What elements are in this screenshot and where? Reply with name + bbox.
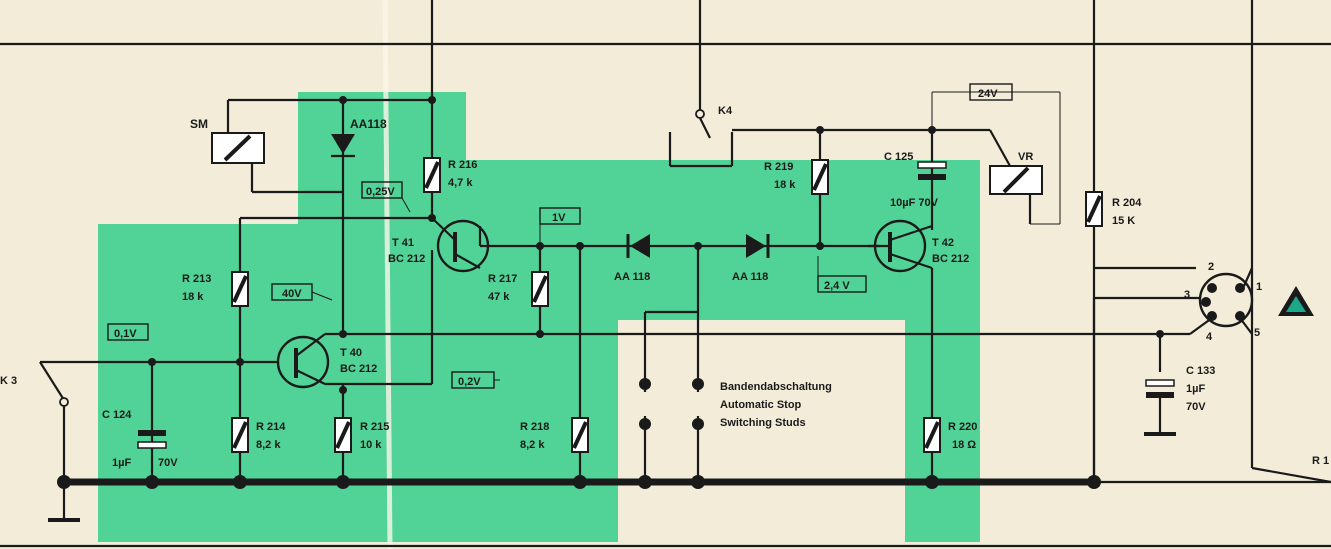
junction — [428, 96, 436, 104]
aa118-top-label: AA118 — [350, 117, 387, 131]
svg-text:2: 2 — [1208, 261, 1214, 273]
svg-text:R 215: R 215 — [360, 421, 389, 433]
svg-text:VR: VR — [1018, 151, 1033, 163]
svg-text:18 k: 18 k — [774, 179, 796, 191]
r1-partial-label: R 1 — [1312, 455, 1329, 467]
resistor-r213: R 213 18 k — [182, 271, 249, 307]
aa118-diode-top: AA118 — [331, 100, 387, 334]
warning-triangle-icon — [1278, 286, 1314, 316]
voltage-24v-small: 2,4 V — [817, 256, 867, 293]
svg-text:70V: 70V — [158, 457, 178, 469]
svg-text:40V: 40V — [282, 288, 302, 300]
stud-gap — [636, 392, 708, 416]
svg-text:R 216: R 216 — [448, 159, 477, 171]
svg-text:4,7 k: 4,7 k — [448, 177, 473, 189]
svg-text:C 125: C 125 — [884, 151, 913, 163]
resistor-r216: R 216 4,7 k — [423, 157, 477, 193]
sm-label: SM — [190, 117, 208, 131]
switch-k4: K4 — [668, 105, 820, 168]
svg-text:C 124: C 124 — [102, 409, 132, 421]
svg-text:R 204: R 204 — [1112, 197, 1142, 209]
svg-text:1: 1 — [1256, 281, 1262, 293]
svg-text:1µF: 1µF — [112, 457, 131, 469]
svg-text:T 42: T 42 — [932, 237, 954, 249]
transistor-t42: T 42 BC 212 — [868, 219, 969, 273]
svg-text:R 217: R 217 — [488, 273, 517, 285]
transistor-t40: T 40 BC 212 — [276, 332, 1190, 389]
svg-text:R 213: R 213 — [182, 273, 211, 285]
diode-aa118-left: AA 118 — [614, 234, 650, 283]
diode-aa118-right: AA 118 — [732, 234, 770, 283]
svg-text:R 218: R 218 — [520, 421, 549, 433]
transistor-t41: T 41 BC 212 — [388, 217, 580, 273]
svg-text:C 133: C 133 — [1186, 365, 1215, 377]
capacitor-c124: C 124 1µF 70V — [102, 358, 178, 482]
svg-text:47 k: 47 k — [488, 291, 510, 303]
junction — [339, 96, 347, 104]
voltage-01v: 0,1V — [107, 323, 149, 341]
resistor-r217: R 217 47 k — [488, 242, 549, 338]
voltage-24v: 24V — [931, 83, 1061, 225]
svg-text:8,2 k: 8,2 k — [256, 439, 281, 451]
voltage-025v: 0,25V — [361, 181, 411, 213]
svg-text:Switching Studs: Switching Studs — [720, 417, 806, 429]
voltage-40v: 40V — [271, 283, 333, 301]
svg-text:0,2V: 0,2V — [458, 376, 481, 388]
feed-right-bend — [1251, 466, 1331, 484]
switching-studs — [639, 378, 704, 430]
switch-k3: K 3 — [0, 360, 278, 522]
svg-text:AA 118: AA 118 — [732, 271, 768, 283]
svg-text:BC 212: BC 212 — [340, 363, 377, 375]
svg-text:8,2 k: 8,2 k — [520, 439, 545, 451]
svg-text:0,1V: 0,1V — [114, 328, 137, 340]
svg-text:T 40: T 40 — [340, 347, 362, 359]
vr-relay: VR — [989, 129, 1043, 224]
sm-relay: SM — [190, 98, 432, 194]
svg-text:BC 212: BC 212 — [932, 253, 969, 265]
resistor-r204: R 204 15 K — [1085, 191, 1142, 227]
svg-text:Bandendabschaltung: Bandendabschaltung — [720, 381, 832, 393]
svg-text:24V: 24V — [978, 88, 998, 100]
svg-text:1µF: 1µF — [1186, 383, 1205, 395]
capacitor-c133: C 133 1µF 70V — [1144, 330, 1215, 436]
voltage-02v: 0,2V — [451, 371, 500, 389]
svg-text:R 220: R 220 — [948, 421, 977, 433]
junction — [339, 330, 347, 338]
svg-text:AA 118: AA 118 — [614, 271, 650, 283]
svg-text:T 41: T 41 — [392, 237, 414, 249]
resistor-r215: R 215 10 k — [334, 384, 389, 482]
resistor-r214: R 214 8,2 k — [231, 417, 286, 453]
svg-text:K4: K4 — [718, 105, 733, 117]
studs-caption: Bandendabschaltung Automatic Stop Switch… — [720, 381, 832, 429]
svg-text:10µF 70V: 10µF 70V — [890, 197, 939, 209]
svg-text:4: 4 — [1206, 331, 1213, 343]
svg-text:BC 212: BC 212 — [388, 253, 425, 265]
svg-text:18 Ω: 18 Ω — [952, 439, 976, 451]
svg-text:2,4 V: 2,4 V — [824, 280, 850, 292]
svg-text:5: 5 — [1254, 327, 1260, 339]
resistor-r219: R 219 18 k — [764, 126, 829, 250]
svg-text:70V: 70V — [1186, 401, 1206, 413]
svg-text:Automatic Stop: Automatic Stop — [720, 399, 802, 411]
svg-text:10 k: 10 k — [360, 439, 382, 451]
din-connector: 2 1 3 4 5 — [1184, 261, 1262, 343]
svg-text:1V: 1V — [552, 212, 566, 224]
svg-text:K 3: K 3 — [0, 375, 17, 387]
capacitor-c125: C 125 10µF 70V — [820, 126, 990, 230]
resistor-r218: R 218 8,2 k — [520, 242, 589, 482]
svg-text:0,25V: 0,25V — [366, 186, 395, 198]
paper-fold — [382, 0, 393, 549]
resistor-r220: R 220 18 Ω — [923, 417, 977, 453]
svg-text:3: 3 — [1184, 289, 1190, 301]
svg-text:R 214: R 214 — [256, 421, 286, 433]
ground-junctions — [57, 475, 1101, 489]
svg-text:15 K: 15 K — [1112, 215, 1135, 227]
svg-text:R 219: R 219 — [764, 161, 793, 173]
svg-text:18 k: 18 k — [182, 291, 204, 303]
